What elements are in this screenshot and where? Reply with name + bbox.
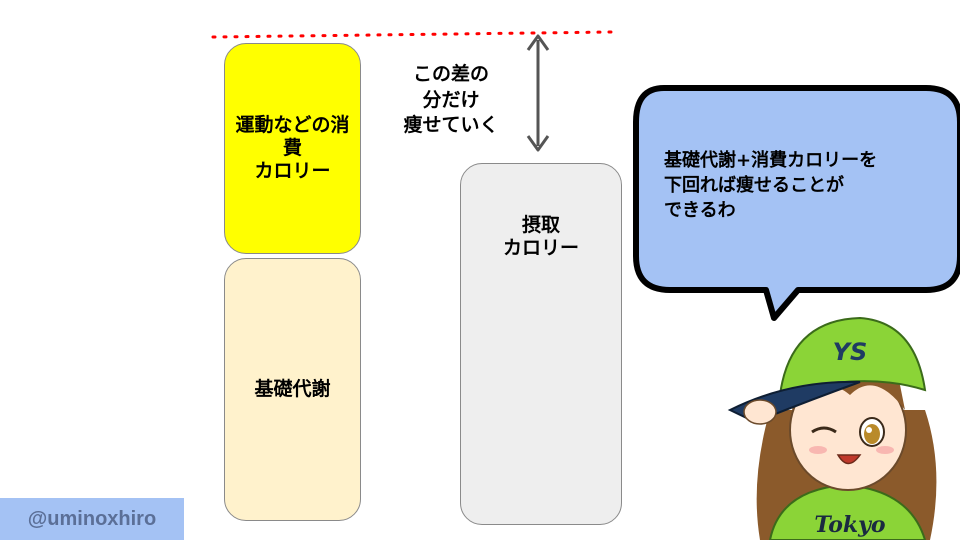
basal-metabolism-label: 基礎代謝 bbox=[254, 377, 331, 400]
character-illustration: Tokyo YS bbox=[727, 316, 937, 540]
cap-logo: YS bbox=[833, 338, 868, 366]
intake-calories-box: 摂取 カロリー bbox=[460, 163, 622, 525]
basal-metabolism-box: 基礎代謝 bbox=[224, 258, 361, 521]
author-handle: @uminoxhiro bbox=[0, 498, 184, 540]
difference-note: この差の 分だけ 痩せていく bbox=[403, 63, 499, 137]
exercise-calories-box: 運動などの消 費 カロリー bbox=[224, 43, 361, 254]
speech-bubble-text: 基礎代謝+消費カロリーを 下回れば痩せることが できるわ bbox=[664, 150, 878, 222]
intake-calories-label: 摂取 カロリー bbox=[502, 214, 579, 260]
double-arrow-icon bbox=[526, 34, 550, 152]
jersey-text: Tokyo bbox=[814, 512, 885, 538]
exercise-calories-label: 運動などの消 費 カロリー bbox=[235, 113, 350, 183]
